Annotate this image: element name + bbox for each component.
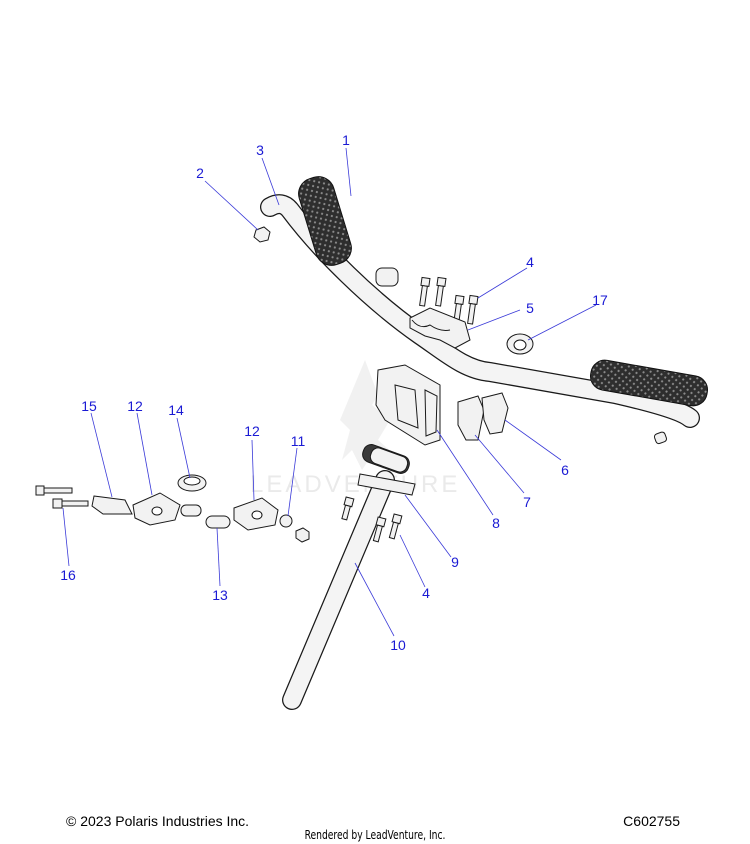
callout-10: 10 [390, 637, 406, 653]
bushing-7 [457, 395, 485, 441]
watermark-text: LEADVENTURE [250, 471, 460, 498]
callout-17: 17 [592, 292, 608, 308]
callout-9: 9 [451, 554, 459, 570]
clamp-ring [375, 267, 399, 287]
callout-14: 14 [168, 402, 184, 418]
nut-2 [253, 226, 271, 243]
callout-16: 16 [60, 567, 76, 583]
bar-end-cap [653, 431, 668, 445]
rendered-by-text: Rendered by LeadVenture, Inc. [304, 828, 446, 842]
leader-lines [62, 147, 597, 637]
copyright-text: © 2023 Polaris Industries Inc. [66, 813, 250, 829]
callout-2: 2 [196, 165, 204, 181]
callout-5: 5 [526, 300, 534, 316]
callout-15: 15 [81, 398, 97, 414]
bolts-lower [341, 496, 403, 543]
bolts-upper [419, 276, 479, 325]
callout-12-right: 12 [244, 423, 260, 439]
callout-4-top: 4 [526, 254, 534, 270]
linkage-assembly [35, 474, 310, 543]
riser [375, 364, 441, 446]
steering-post [282, 444, 416, 710]
callout-labels: 1 2 3 4 5 17 15 12 14 12 11 6 7 8 9 16 1… [60, 132, 608, 653]
callout-4-bottom: 4 [422, 585, 430, 601]
clamp-17 [506, 333, 534, 355]
figure-code: C602755 [623, 813, 680, 829]
grip-right [590, 359, 708, 407]
handlebar [260, 194, 700, 428]
grip-left [298, 176, 352, 266]
callout-7: 7 [523, 494, 531, 510]
callout-11: 11 [291, 433, 306, 449]
callout-3: 3 [256, 142, 264, 158]
bushing-6 [481, 392, 509, 435]
callout-13: 13 [212, 587, 228, 603]
callout-12-left: 12 [127, 398, 143, 414]
watermark-logo: LEADVENTURE [250, 360, 460, 498]
clamp-top [409, 307, 471, 349]
callout-8: 8 [492, 515, 500, 531]
callout-6: 6 [561, 462, 569, 478]
callout-1: 1 [342, 132, 350, 148]
